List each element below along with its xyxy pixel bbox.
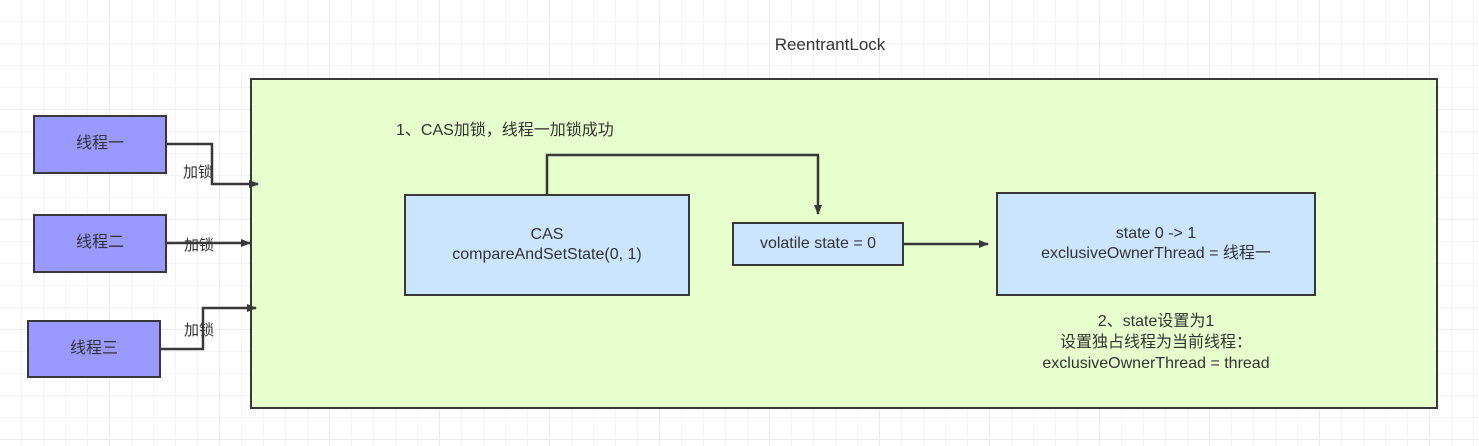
thread-box-one[interactable]: 线程一 (33, 115, 167, 174)
edge-label-lock-three: 加锁 (184, 322, 215, 339)
thread-box-three[interactable]: 线程三 (27, 320, 161, 378)
page-title: ReentrantLock (774, 35, 886, 54)
owner-state-node[interactable]: state 0 -> 1 exclusiveOwnerThread = 线程一 (996, 192, 1316, 296)
thread-box-two[interactable]: 线程二 (33, 214, 167, 273)
annotation-step-1: 1、CAS加锁，线程一加锁成功 (396, 122, 614, 139)
edge-label-lock-two: 加锁 (184, 237, 215, 254)
volatile-state-node[interactable]: volatile state = 0 (732, 222, 904, 266)
edge-label-lock-one: 加锁 (183, 164, 214, 181)
cas-node[interactable]: CAS compareAndSetState(0, 1) (404, 194, 690, 296)
annotation-step-2: 2、state设置为1 设置独占线程为当前线程： exclusiveOwnerT… (1042, 313, 1270, 373)
